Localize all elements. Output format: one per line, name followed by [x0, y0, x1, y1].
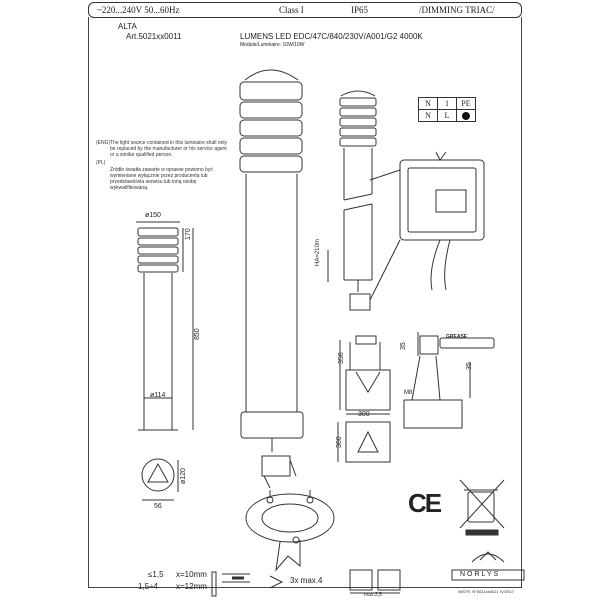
footer-instr: INSTR. N°5021xx0011 [458, 589, 499, 594]
terminal-cell: N [418, 97, 438, 110]
dim-base-diameter: ø120 [180, 468, 187, 484]
wire-range-1: ≤1,5 [148, 570, 164, 579]
base-topview-drawing [141, 458, 179, 501]
norlys-logo-icon [451, 551, 525, 581]
article-number: Art.5021xx0011 [126, 32, 182, 41]
max-mm-label: max.2,5 [364, 592, 382, 598]
terminal-cell: L [438, 110, 457, 122]
foundation-drawing-right [403, 332, 495, 429]
base-plate-drawing [245, 455, 335, 572]
foundation-drawing-left [337, 335, 391, 463]
dimming-label: /DIMMING TRIAC/ [419, 5, 495, 15]
terminal-cell: PE [457, 97, 476, 110]
wire-length-2: x=12mm [176, 582, 207, 591]
terminal-cell-ground [457, 110, 476, 122]
terminal-cell: 1 [438, 97, 457, 110]
drawing-frame [88, 17, 522, 588]
dim-head-height: 170 [185, 228, 192, 240]
dim-total-height: 850 [194, 328, 201, 340]
wire-length-1: x=10mm [176, 570, 207, 579]
dim-base-offset: 56 [154, 503, 162, 510]
module-line: Module/Luminaire: 10W/10W [240, 42, 305, 48]
dim-diameter-top: ø150 [145, 212, 161, 219]
product-name: ALTA [118, 22, 137, 31]
grease-label: GREASE [446, 334, 468, 340]
dim-foundation-depth: 350 [338, 352, 345, 364]
warning-pl-text: Źródło światła zawarte w oprawie powinno… [110, 167, 213, 191]
main-lamp-drawing [239, 69, 304, 452]
brand-logo-text: NORLYS [460, 571, 501, 578]
terminal-table: N 1 PE N L [418, 97, 478, 122]
footer-date: IV/2017 [500, 589, 514, 594]
wire-range-2: 1,5÷4 [138, 582, 158, 591]
ground-dot-icon [462, 111, 470, 120]
dim-m8: M8 [404, 390, 413, 396]
screw-spec: 3x max.4 [290, 576, 323, 585]
warning-pl-tag: (PL) [96, 160, 106, 166]
terminal-cell: N [418, 110, 438, 122]
dim-foundation-height: 300 [336, 436, 343, 448]
dim-foundation-width: 300 [358, 411, 370, 418]
dim-side-b: 35 [466, 362, 473, 370]
dim-side-a: 35 [400, 342, 407, 350]
dimension-lamp-drawing [136, 221, 194, 431]
ce-mark: CE [408, 488, 442, 518]
junction-box-drawing [369, 151, 485, 301]
spec-line: LUMENS LED EDC/47C/840/230V/A001/G2 4000… [240, 32, 423, 41]
warning-en-tag: (ENG) [96, 140, 111, 146]
weee-bin-icon [459, 479, 505, 536]
header-strip: ~220...240V 50...60Hz Class I IP65 /DIMM… [88, 2, 522, 18]
dim-diameter-body: ø114 [150, 392, 166, 399]
dim-cable-height: HA=210m [315, 239, 321, 266]
exploded-lamp-drawing [327, 90, 377, 311]
class-label: Class I [279, 5, 304, 15]
warning-en-text: The light source contained in this lumin… [110, 140, 228, 158]
voltage-label: ~220...240V 50...60Hz [97, 5, 180, 15]
wire-spec-drawing [211, 569, 401, 597]
ip-label: IP65 [351, 5, 369, 15]
